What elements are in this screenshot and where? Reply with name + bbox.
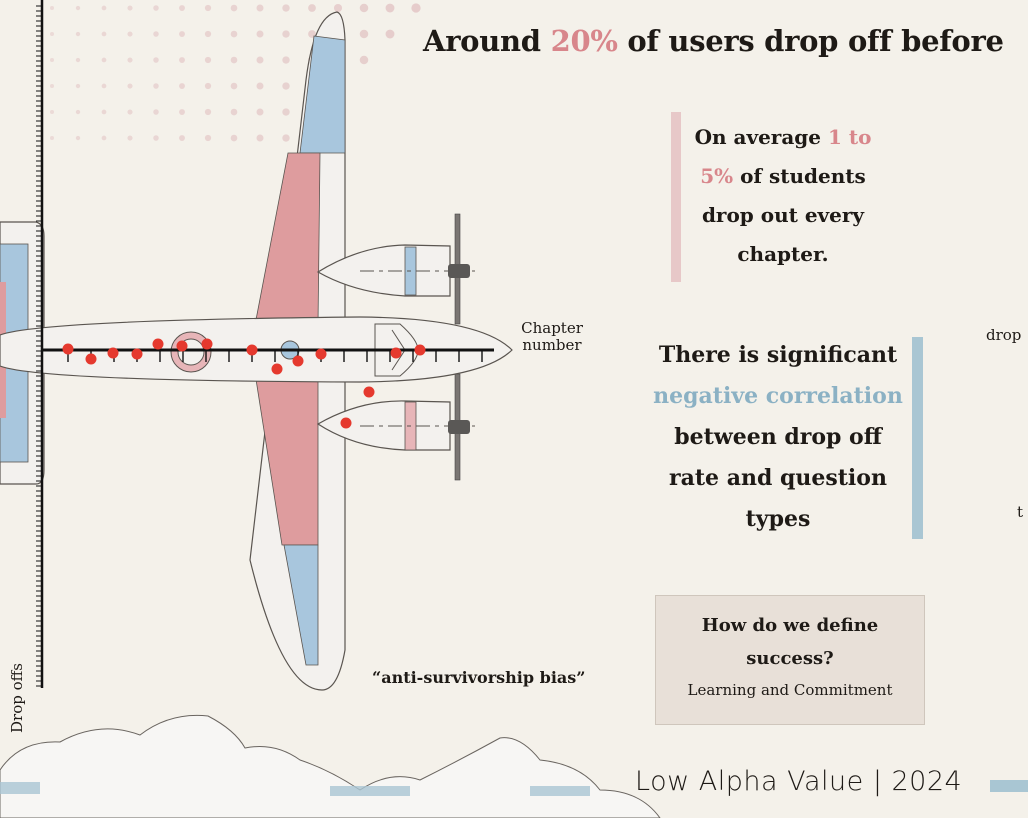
callout-average-suffix: of students drop out every chapter. (701, 164, 866, 266)
data-dot (315, 348, 327, 360)
y-axis-ticks (36, 5, 42, 687)
callout-correlation-prefix: There is significant (658, 342, 898, 368)
callout-average-dropout: On average 1 to 5% of students drop out … (671, 112, 878, 282)
cloud (0, 714, 661, 818)
data-dot (176, 340, 188, 352)
data-dot (131, 348, 143, 360)
headline-prefix: Around (423, 24, 551, 58)
data-dot (152, 338, 164, 350)
data-dot (340, 417, 352, 429)
callout-average-highlight: 1 to 5% (700, 125, 872, 188)
cropped-text-drop: drop (986, 326, 1022, 344)
background-dot-pattern (50, 3, 421, 142)
wing-panel-blue-top (299, 35, 346, 154)
data-dot (246, 344, 258, 356)
wing-panel-pink-top (254, 152, 321, 326)
callout-correlation-highlight: negative correlation (653, 383, 903, 409)
headline-suffix: of users drop off before (617, 24, 1004, 58)
wing-panel-blue-bottom (283, 544, 319, 666)
success-question: How do we define success? (701, 615, 879, 669)
callout-correlation-suffix: between drop off rate and question types (669, 424, 887, 532)
data-dot (390, 347, 402, 359)
y-axis-label: Drop offs (8, 663, 26, 733)
callout-average-prefix: On average (694, 125, 828, 149)
callout-accent-bar (912, 337, 923, 539)
data-dot (201, 338, 213, 350)
success-answer: Learning and Commitment (687, 681, 893, 699)
footer-accent-bar (990, 780, 1028, 792)
drop-off-dots (62, 338, 426, 429)
headline-highlight: 20% (550, 24, 618, 58)
success-definition-box: How do we define success? Learning and C… (655, 595, 925, 725)
data-dot (363, 386, 375, 398)
data-dot (292, 355, 304, 367)
bias-caption: “anti-survivorship bias” (372, 668, 586, 687)
x-axis-label: Chapter number (521, 319, 583, 354)
data-dot (62, 343, 74, 355)
data-dot (85, 353, 97, 365)
data-dot (271, 363, 283, 375)
data-dot (414, 344, 426, 356)
headline: Around 20% of users drop off before (423, 24, 1004, 58)
data-dot (107, 347, 119, 359)
footer-brand: Low Alpha Value | 2024 (635, 766, 963, 797)
callout-accent-bar (671, 112, 681, 282)
cropped-text-fragment: t (1017, 503, 1024, 521)
callout-correlation: There is significant negative correlatio… (650, 335, 923, 540)
